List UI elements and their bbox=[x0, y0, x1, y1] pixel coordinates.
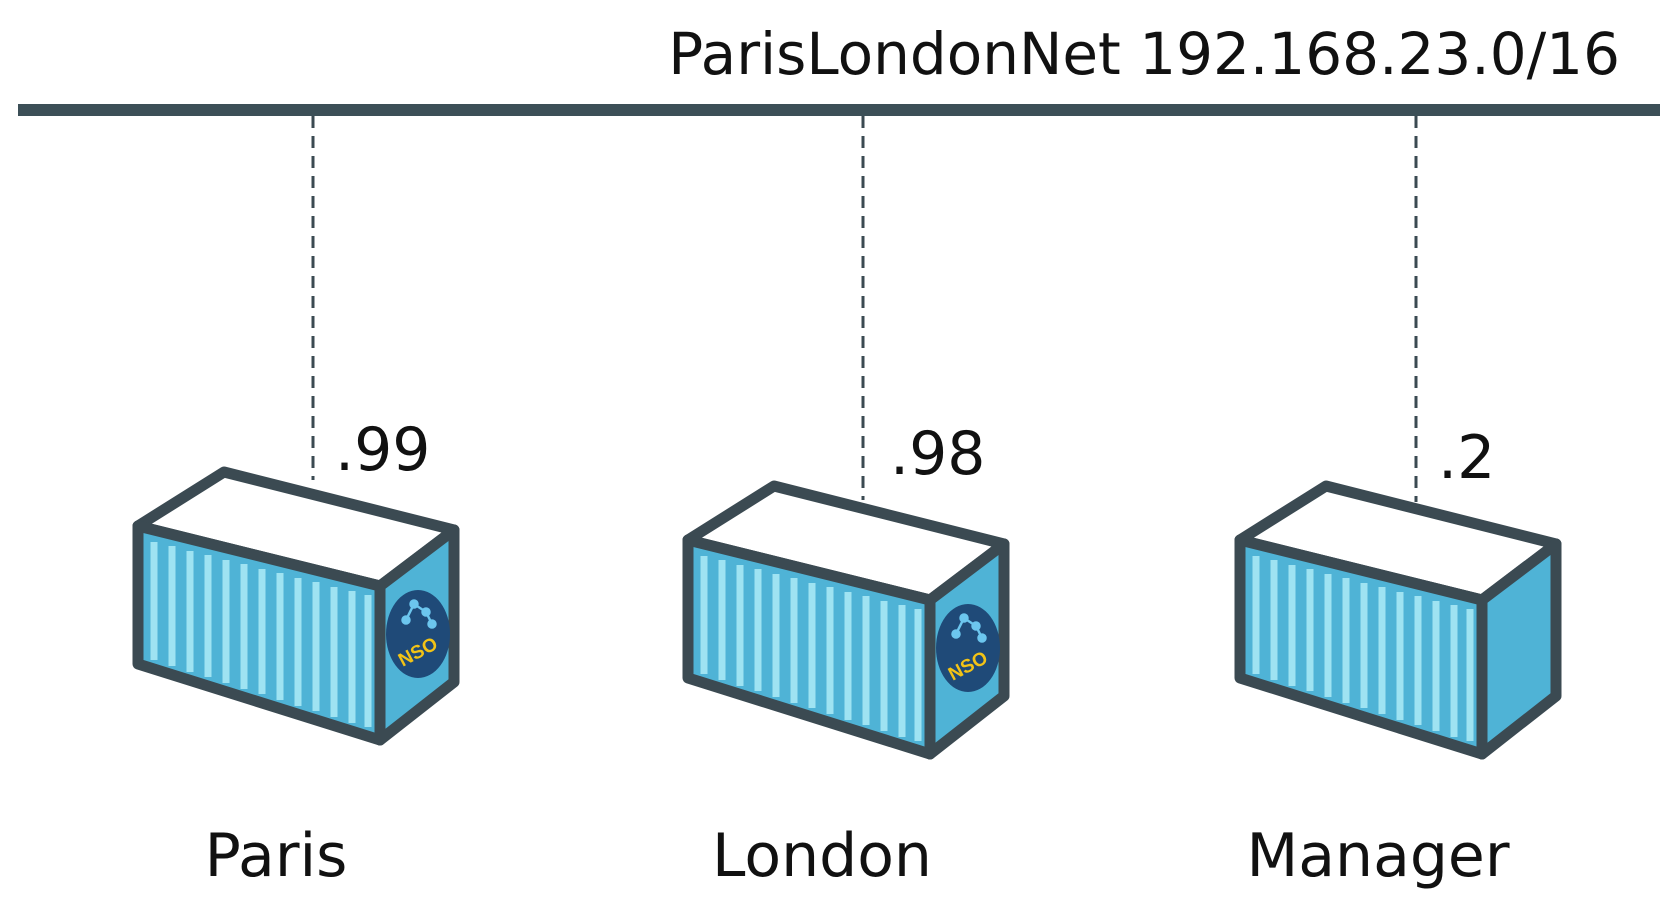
nso-logo-icon: NSO bbox=[386, 590, 450, 678]
network-label: ParisLondonNet 192.168.23.0/16 bbox=[668, 20, 1620, 88]
ip-label-manager: .2 bbox=[1438, 423, 1495, 493]
container-london: NSO bbox=[682, 480, 1010, 760]
node-label-paris: Paris bbox=[205, 821, 348, 891]
nso-logo-icon: NSO bbox=[936, 604, 1000, 692]
node-label-london: London bbox=[712, 821, 932, 891]
ip-label-london: .98 bbox=[890, 419, 985, 489]
shipping-container-icon bbox=[1234, 480, 1562, 760]
container-paris: NSO bbox=[132, 466, 460, 746]
shipping-container-icon bbox=[132, 466, 460, 746]
container-manager bbox=[1234, 480, 1562, 760]
node-label-manager: Manager bbox=[1247, 821, 1510, 891]
ip-label-paris: .99 bbox=[335, 415, 430, 485]
shipping-container-icon bbox=[682, 480, 1010, 760]
